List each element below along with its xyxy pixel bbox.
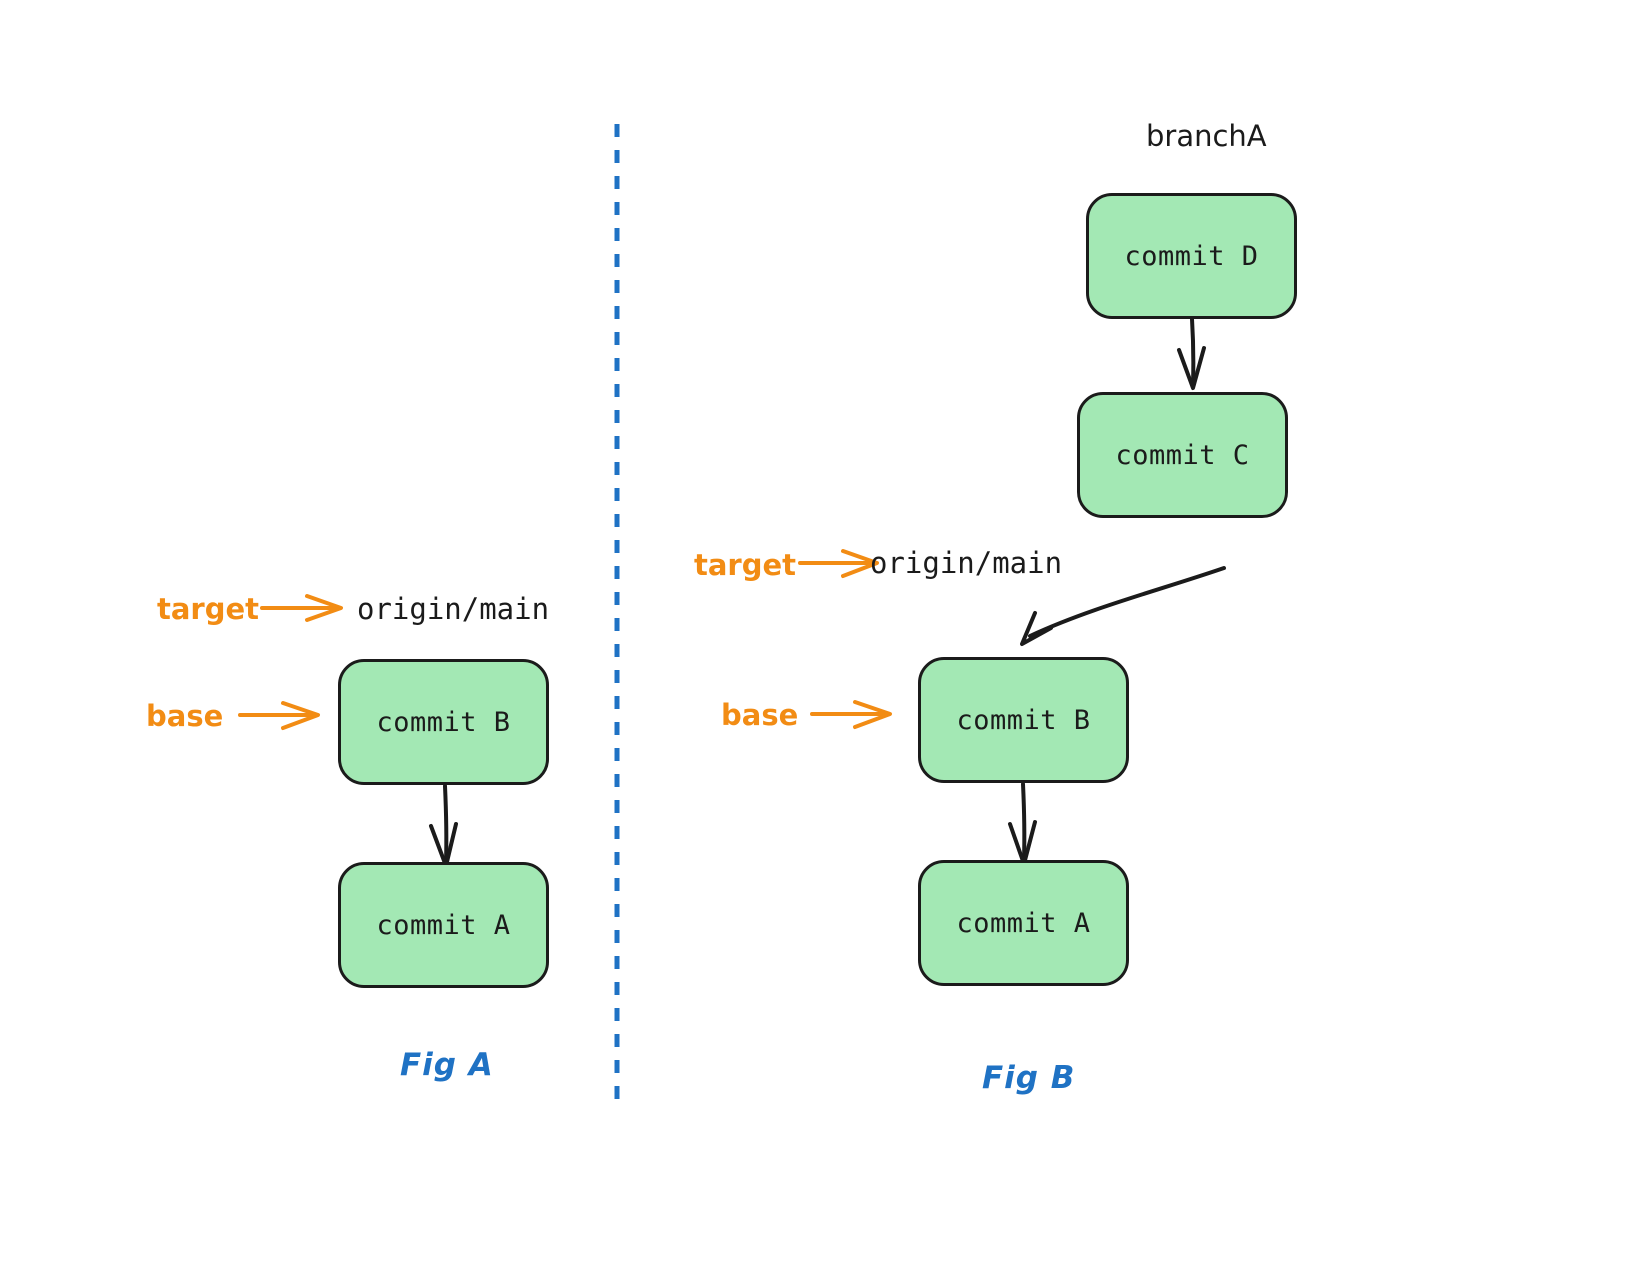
edge-b-to-a-fig-a	[429, 784, 458, 868]
figure-caption-b: Fig B	[982, 1060, 1076, 1096]
target-arrow-fig-a	[260, 594, 343, 622]
commit-node-d-fig-b[interactable]: commit D	[1086, 193, 1297, 319]
annotation-target-fig-a: target	[157, 592, 260, 626]
annotation-target-fig-b: target	[694, 548, 797, 582]
figure-caption-a: Fig A	[400, 1047, 494, 1083]
commit-node-label: commit A	[956, 907, 1091, 939]
commit-node-a-fig-a[interactable]: commit A	[338, 862, 549, 988]
target-arrow-fig-b	[798, 549, 879, 578]
base-arrow-fig-a	[238, 701, 320, 730]
edge-c-to-b-fig-b	[1020, 566, 1226, 646]
commit-node-a-fig-b[interactable]: commit A	[918, 860, 1129, 986]
ref-brancha-fig-b: branchA	[1146, 119, 1267, 153]
commit-node-b-fig-a[interactable]: commit B	[338, 659, 549, 785]
ref-origin-main-fig-b: origin/main	[870, 546, 1063, 580]
edge-b-to-a-fig-b	[1008, 782, 1037, 866]
commit-node-b-fig-b[interactable]: commit B	[918, 657, 1129, 783]
annotation-base-fig-b: base	[721, 698, 799, 732]
commit-node-label: commit B	[376, 706, 511, 738]
commit-node-label: commit B	[956, 704, 1091, 736]
commit-node-label: commit A	[376, 909, 511, 941]
commit-node-c-fig-b[interactable]: commit C	[1077, 392, 1288, 518]
annotation-base-fig-a: base	[146, 699, 224, 733]
commit-node-label: commit C	[1115, 439, 1250, 471]
edge-d-to-c-fig-b	[1177, 317, 1206, 390]
ref-origin-main-fig-a: origin/main	[357, 592, 550, 626]
base-arrow-fig-b	[810, 700, 892, 729]
commit-node-label: commit D	[1124, 240, 1259, 272]
